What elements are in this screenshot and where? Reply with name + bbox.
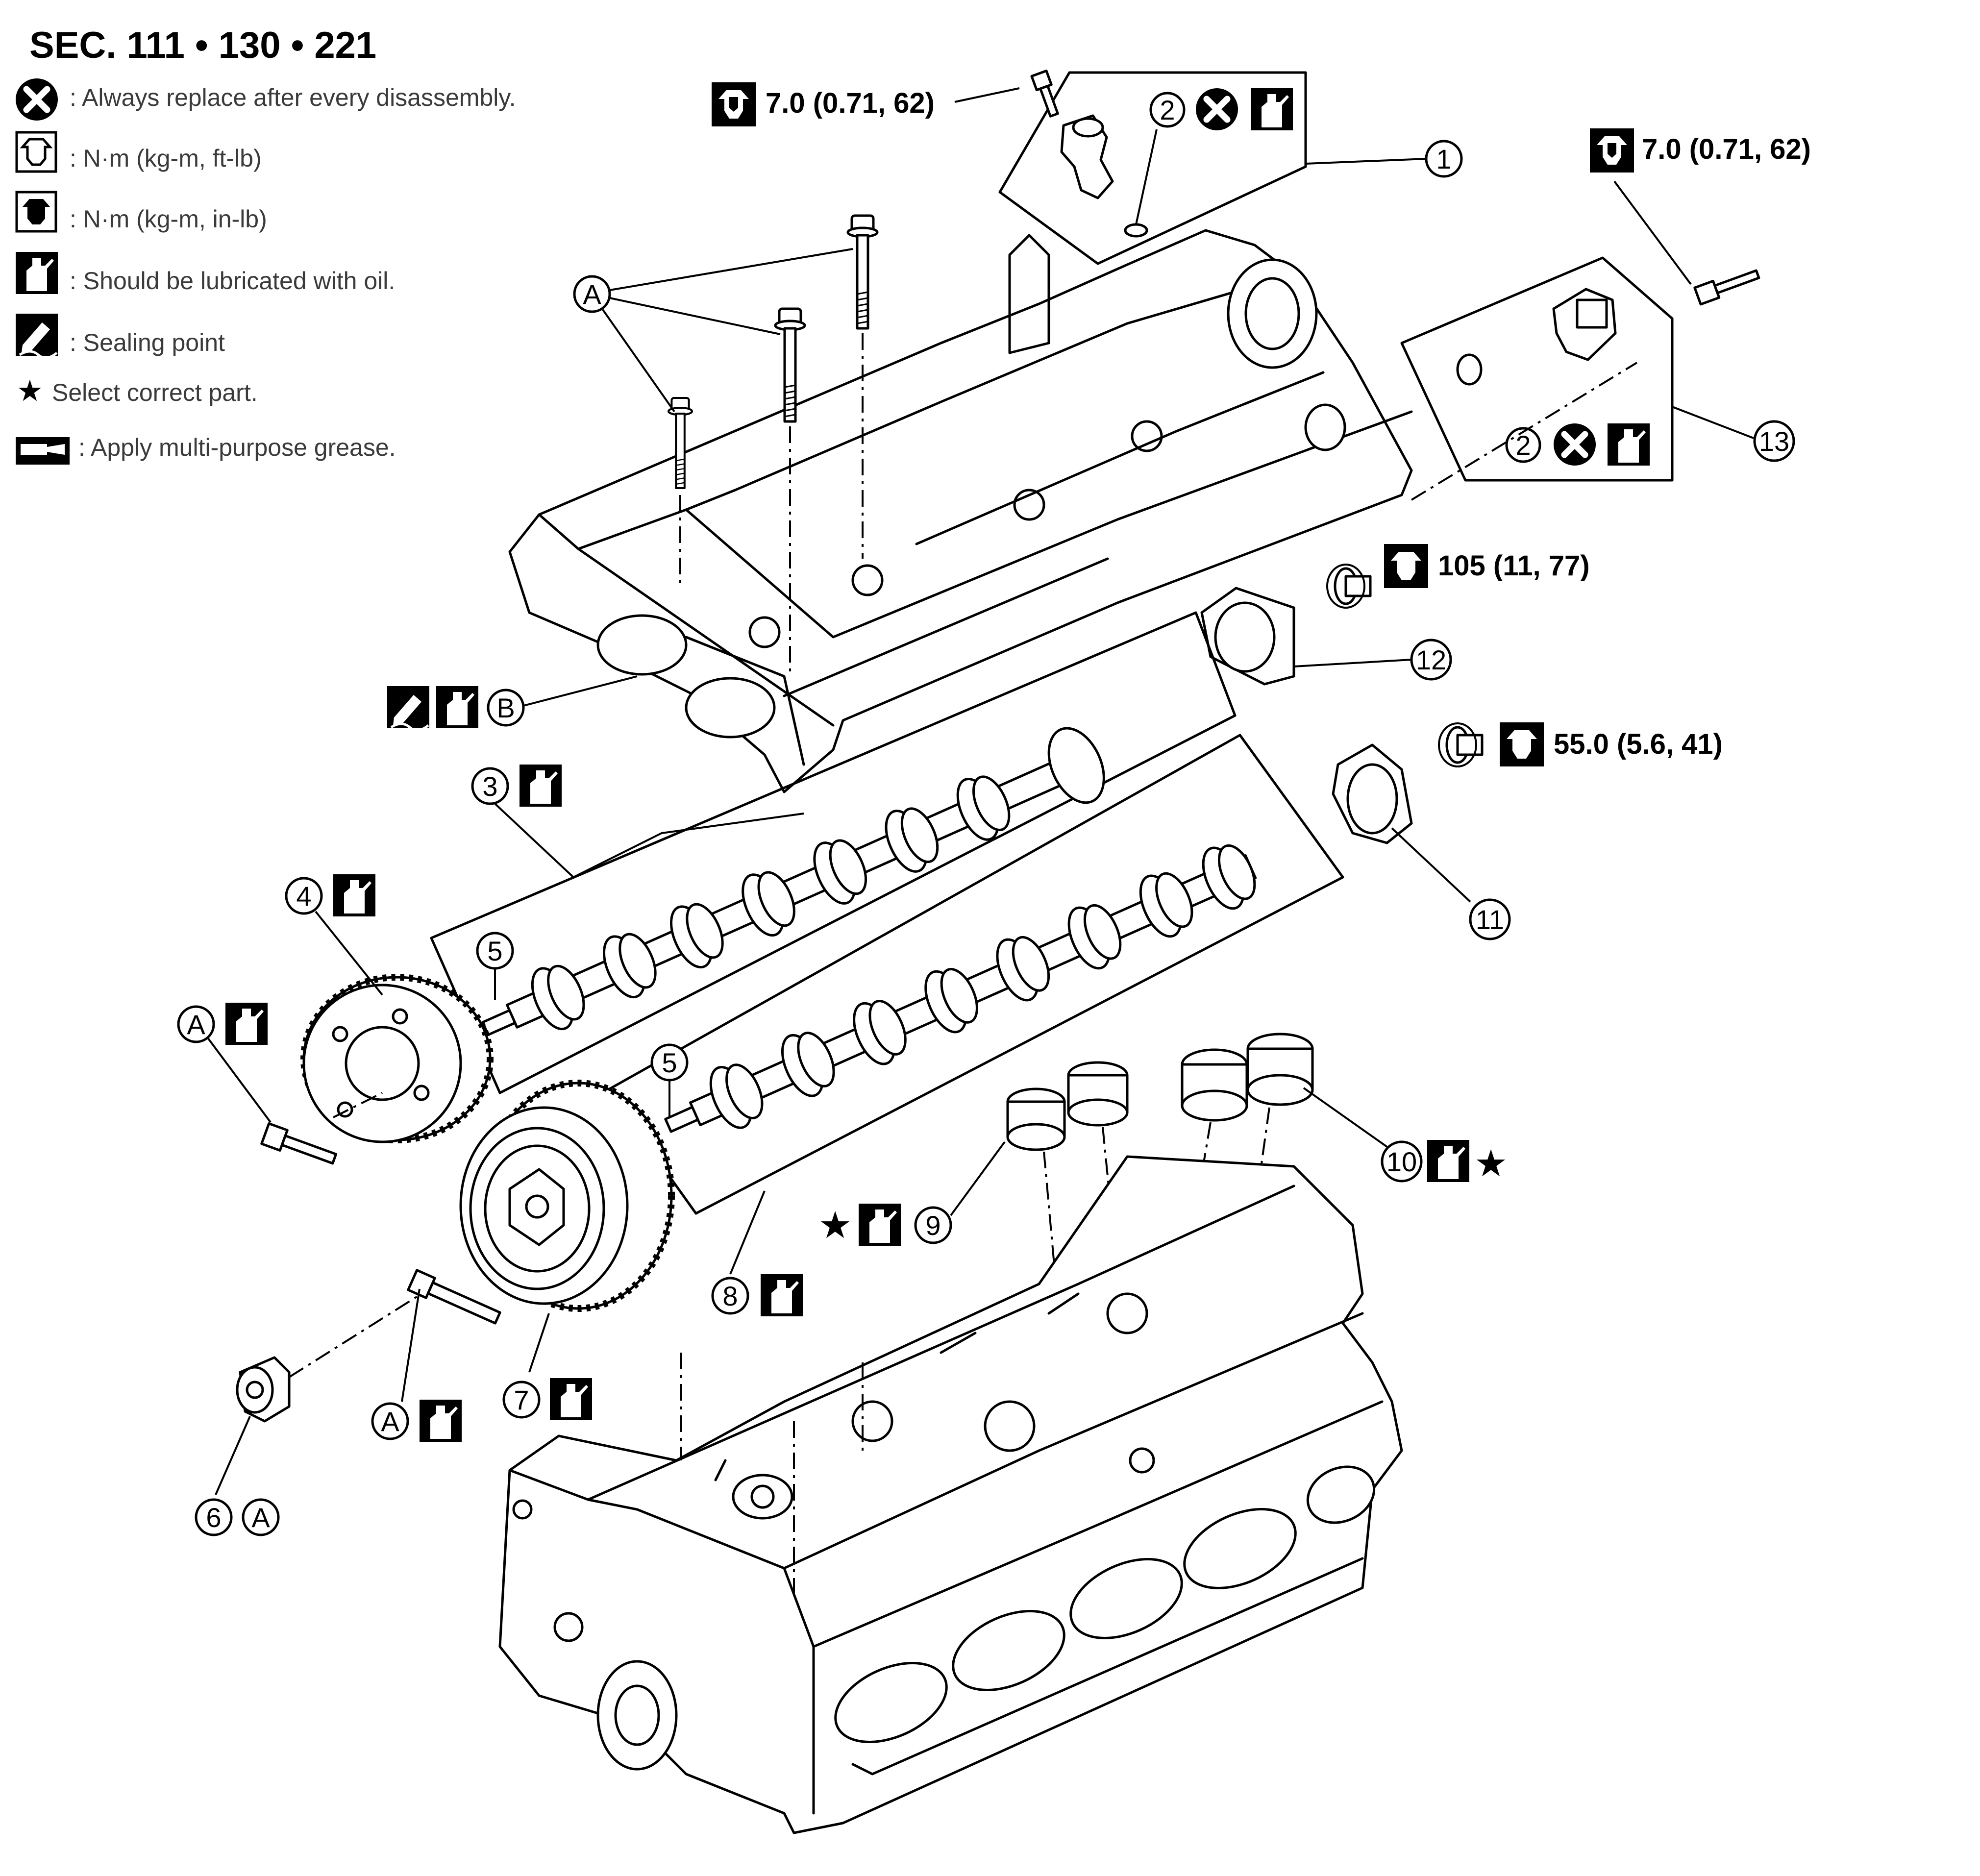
callout-5a: 5	[487, 936, 502, 966]
torque-spec-1: 7.0 (0.71, 62)	[712, 82, 1020, 126]
callout-8: 8	[722, 1281, 738, 1311]
callout-11: 11	[1476, 904, 1504, 935]
torque-inlb-icon	[712, 82, 756, 126]
torque-inlb-icon	[15, 191, 57, 233]
oil-can-icon	[420, 1400, 462, 1442]
oil-can-icon	[859, 1204, 901, 1246]
oil-can-icon	[550, 1378, 592, 1420]
callout-12: 12	[1416, 644, 1446, 675]
callout-2b: 2	[1515, 430, 1531, 461]
replace-icon	[1554, 423, 1596, 466]
legend-torque-inlb-text: : N·m (kg-m, in-lb)	[70, 205, 267, 233]
oil-can-icon	[225, 1003, 268, 1045]
callout-1: 1	[1436, 144, 1451, 174]
oil-can-icon	[1251, 88, 1293, 130]
callout-13: 13	[1759, 426, 1789, 457]
cylinder-head	[498, 1155, 1403, 1834]
svg-text:7.0 (0.71, 62): 7.0 (0.71, 62)	[1642, 133, 1811, 165]
callout-7: 7	[514, 1384, 529, 1415]
sensor-13: 2 13	[1400, 256, 1795, 501]
torque-spec-2: 7.0 (0.71, 62)	[1590, 128, 1811, 285]
section-title: SEC. 111 • 130 • 221	[29, 25, 376, 66]
oil-can-icon	[1427, 1140, 1469, 1182]
star-icon: ★	[17, 374, 43, 407]
replace-icon	[1196, 88, 1238, 130]
callout-b: B	[496, 692, 515, 723]
oil-can-icon	[436, 686, 478, 728]
svg-text:7.0 (0.71, 62): 7.0 (0.71, 62)	[766, 87, 935, 119]
torque-ftlb-icon	[15, 131, 57, 173]
star-icon: ★	[1474, 1143, 1508, 1185]
callout-3: 3	[482, 771, 497, 802]
callout-5b: 5	[662, 1047, 677, 1078]
legend-torque-ftlb-text: : N·m (kg-m, ft-lb)	[70, 145, 262, 172]
valve-lifters: ★ 9 10 ★	[818, 1033, 1508, 1382]
sensor-1: 2 1	[998, 70, 1463, 265]
legend: : Always replace after every disassembly…	[16, 78, 516, 465]
torque-inlb-icon	[1590, 128, 1634, 173]
torque-ftlb-icon	[1384, 544, 1428, 588]
part-7-vtc: 7 A 6 A	[195, 1080, 675, 1536]
callout-a2: A	[187, 1009, 205, 1040]
oil-can-icon	[333, 874, 375, 916]
oil-can-icon	[520, 765, 562, 807]
callout-2a: 2	[1160, 95, 1175, 125]
oil-can-icon	[1608, 423, 1650, 466]
star-icon: ★	[818, 1205, 852, 1246]
callout-9: 9	[925, 1210, 940, 1241]
part-11-sprocket: 55.0 (5.6, 41) 11	[1332, 722, 1723, 940]
callout-a3: A	[381, 1406, 399, 1437]
torque-ftlb-icon	[1500, 722, 1544, 766]
sealing-icon	[387, 686, 429, 730]
oil-can-icon	[16, 252, 58, 294]
legend-oil-text: : Should be lubricated with oil.	[70, 267, 395, 295]
replace-icon	[16, 78, 58, 121]
callout-a1: A	[583, 279, 601, 310]
bracket-bolts: A	[573, 216, 877, 676]
torque-spec-3: 105 (11, 77)	[1438, 550, 1590, 582]
callout-4: 4	[296, 881, 311, 912]
grease-icon	[16, 437, 70, 465]
callout-b-group: B	[387, 675, 638, 730]
oil-can-icon	[761, 1274, 803, 1316]
callout-6: 6	[206, 1502, 221, 1533]
legend-grease-text: : Apply multi-purpose grease.	[78, 434, 396, 461]
legend-replace-text: : Always replace after every disassembly…	[70, 84, 516, 111]
part-12-sprocket: 105 (11, 77) 12	[1200, 544, 1590, 686]
callout-10: 10	[1386, 1146, 1417, 1177]
callout-a4: A	[251, 1502, 270, 1533]
camshaft-bracket	[508, 229, 1413, 793]
legend-star-text: Select correct part.	[52, 379, 258, 406]
legend-seal-text: : Sealing point	[70, 329, 225, 356]
part-4-sprocket: 4 A	[177, 874, 494, 1165]
sealing-icon	[16, 314, 58, 358]
torque-spec-4: 55.0 (5.6, 41)	[1554, 728, 1723, 760]
